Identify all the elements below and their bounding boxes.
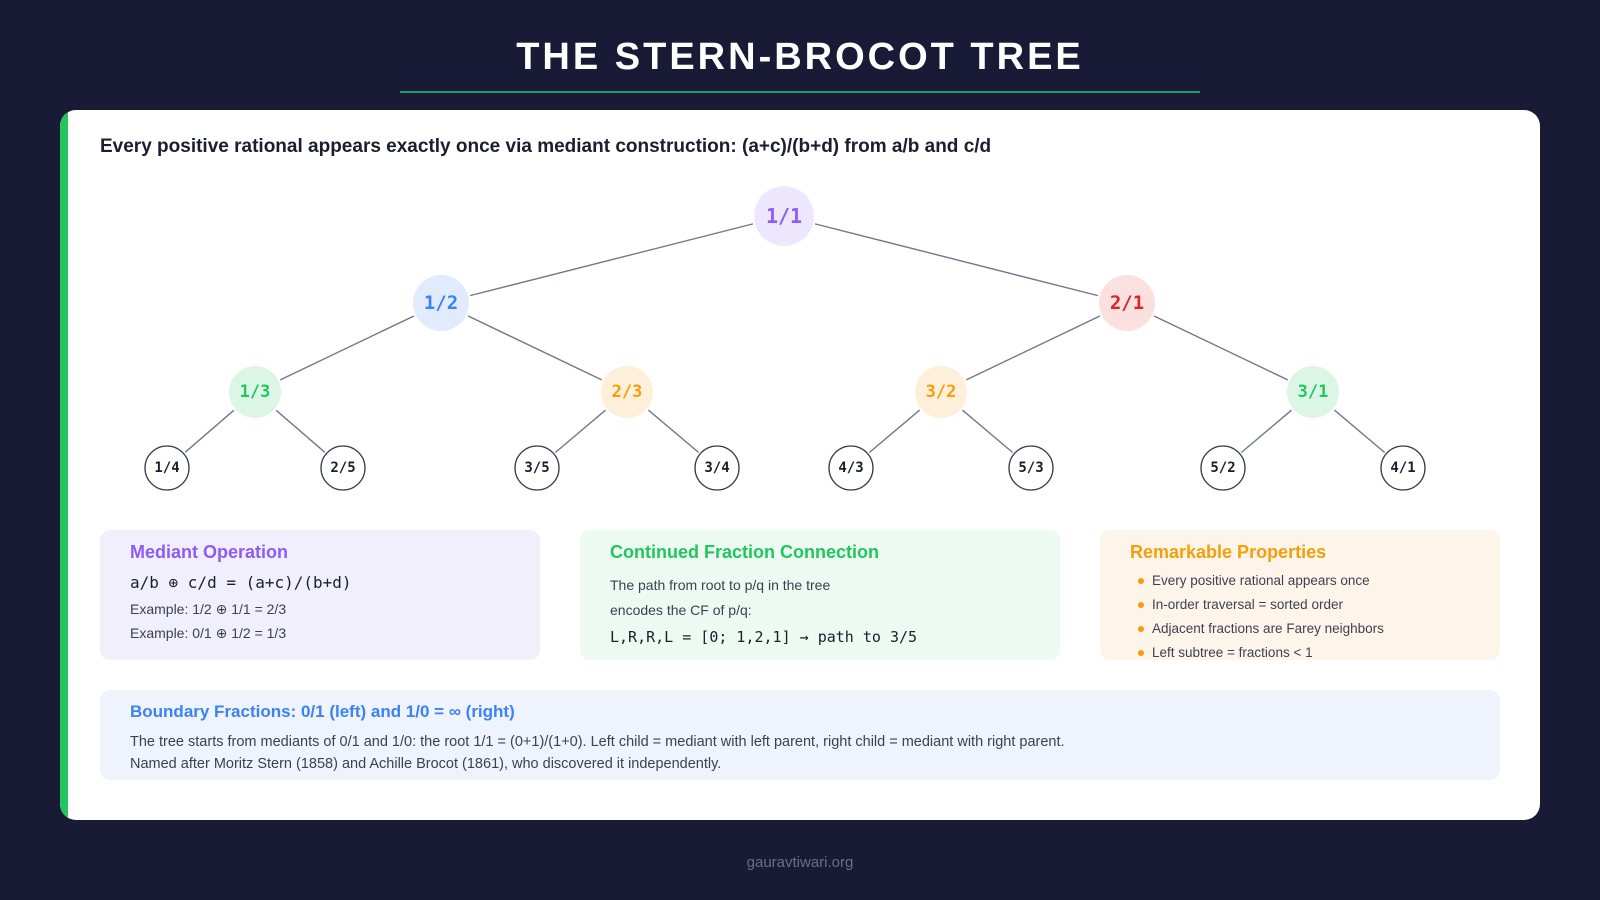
page-title: THE STERN-BROCOT TREE — [516, 36, 1084, 78]
tree-node-1-3: 1/3 — [229, 366, 281, 418]
tree-edge — [275, 409, 326, 453]
property-item: Left subtree = fractions < 1 — [1138, 645, 1470, 669]
tree-node-circle — [320, 445, 366, 491]
card-accent-bar — [60, 110, 68, 820]
properties-panel: Remarkable Properties Every positive rat… — [1100, 530, 1500, 660]
mediant-example-2: Example: 0/1 ⊕ 1/2 = 1/3 — [130, 625, 287, 641]
tree-edge — [554, 409, 607, 454]
tree-node-label: 1/3 — [240, 382, 271, 402]
tree-node-label: 3/1 — [1298, 382, 1329, 402]
tree-node-circle — [694, 445, 740, 491]
property-text: Left subtree = fractions < 1 — [1152, 645, 1313, 660]
footer-credit: gauravtiwari.org — [746, 854, 854, 871]
tree-node-circle — [1008, 445, 1054, 491]
tree-node-label: 3/2 — [926, 382, 957, 402]
tree-node-4-1: 4/1 — [1380, 445, 1426, 491]
properties-panel-title: Remarkable Properties — [1130, 542, 1327, 562]
properties-list: Every positive rational appears once In-… — [1130, 573, 1470, 669]
tree-node-label: 1/2 — [424, 292, 458, 314]
mediant-panel: Mediant Operation a/b ⊕ c/d = (a+c)/(b+d… — [100, 530, 540, 660]
tree-edge — [814, 223, 1099, 297]
tree-node-label: 3/5 — [524, 460, 549, 476]
tree-node-2-3: 2/3 — [601, 366, 653, 418]
mediant-example-1: Example: 1/2 ⊕ 1/1 = 2/3 — [130, 601, 287, 617]
card-subtitle: Every positive rational appears exactly … — [100, 136, 992, 157]
tree-node-label: 5/2 — [1210, 460, 1235, 476]
continued-fraction-panel: Continued Fraction Connection The path f… — [580, 530, 1060, 660]
tree-node-label: 2/1 — [1110, 292, 1144, 314]
property-text: In-order traversal = sorted order — [1152, 597, 1343, 612]
tree-edge — [279, 315, 415, 381]
tree-edge — [647, 409, 700, 454]
property-item: Adjacent fractions are Farey neighbors — [1138, 621, 1470, 645]
tree-edge — [1153, 315, 1289, 381]
tree-edge — [961, 409, 1014, 454]
main-card: Every positive rational appears exactly … — [60, 110, 1540, 820]
property-text: Adjacent fractions are Farey neighbors — [1152, 621, 1384, 636]
property-item: In-order traversal = sorted order — [1138, 597, 1470, 621]
property-text: Every positive rational appears once — [1152, 573, 1370, 588]
tree-edge — [467, 315, 603, 381]
mediant-panel-title: Mediant Operation — [130, 542, 289, 562]
cf-description-line-1: The path from root to p/q in the tree — [610, 577, 831, 593]
tree-node-circle — [754, 186, 814, 246]
tree-node-circle — [1099, 275, 1155, 331]
tree-node-label: 1/4 — [154, 460, 179, 476]
tree-node-circle — [413, 275, 469, 331]
tree-node-2-5: 2/5 — [320, 445, 366, 491]
tree-node-circle — [601, 366, 653, 418]
tree-node-label: 1/1 — [766, 204, 802, 228]
tree-edge — [868, 409, 921, 454]
tree-node-5-3: 5/3 — [1008, 445, 1054, 491]
title-underline — [400, 91, 1200, 93]
tree-node-label: 5/3 — [1018, 460, 1043, 476]
tree-node-circle — [915, 366, 967, 418]
tree-node-circle — [514, 445, 560, 491]
stern-brocot-tree: 1/1 1/2 2/1 1/3 2/3 3/2 3/1 1/4 2/5 3/5 3/4 4/3 5/3 5… — [144, 186, 1426, 491]
continued-fraction-panel-title: Continued Fraction Connection — [610, 542, 879, 562]
tree-node-3-1: 3/1 — [1287, 366, 1339, 418]
tree-edge — [469, 223, 754, 297]
tree-edge — [184, 409, 235, 453]
tree-nodes: 1/1 1/2 2/1 1/3 2/3 3/2 3/1 1/4 2/5 3/5 3/4 4/3 5/3 5… — [144, 186, 1426, 491]
tree-node-label: 3/4 — [704, 460, 729, 476]
tree-node-3-2: 3/2 — [915, 366, 967, 418]
bullet-icon — [1138, 650, 1144, 656]
tree-node-1-4: 1/4 — [144, 445, 190, 491]
tree-edge — [965, 315, 1101, 381]
tree-node-5-2: 5/2 — [1200, 445, 1246, 491]
boundary-panel-title: Boundary Fractions: 0/1 (left) and 1/0 =… — [130, 702, 515, 721]
mediant-formula: a/b ⊕ c/d = (a+c)/(b+d) — [130, 573, 352, 592]
bullet-icon — [1138, 578, 1144, 584]
property-item: Every positive rational appears once — [1138, 573, 1470, 597]
tree-node-circle — [828, 445, 874, 491]
tree-node-circle — [144, 445, 190, 491]
tree-node-label: 4/3 — [838, 460, 863, 476]
tree-node-label: 2/5 — [330, 460, 355, 476]
tree-edge — [1333, 409, 1386, 454]
tree-node-circle — [1287, 366, 1339, 418]
tree-edge — [1240, 409, 1293, 454]
tree-node-circle — [229, 366, 281, 418]
tree-node-circle — [1380, 445, 1426, 491]
tree-node-2-1: 2/1 — [1099, 275, 1155, 331]
tree-node-label: 2/3 — [612, 382, 643, 402]
bullet-icon — [1138, 602, 1144, 608]
boundary-panel: Boundary Fractions: 0/1 (left) and 1/0 =… — [100, 690, 1500, 780]
tree-node-4-3: 4/3 — [828, 445, 874, 491]
tree-node-circle — [1200, 445, 1246, 491]
tree-node-3-5: 3/5 — [514, 445, 560, 491]
boundary-line-1: The tree starts from mediants of 0/1 and… — [130, 734, 1065, 750]
boundary-line-2: Named after Moritz Stern (1858) and Achi… — [130, 756, 722, 772]
tree-edges — [184, 223, 1386, 454]
tree-node-1-1: 1/1 — [754, 186, 814, 246]
cf-description-line-2: encodes the CF of p/q: — [610, 602, 752, 618]
bullet-icon — [1138, 626, 1144, 632]
cf-formula: L,R,R,L = [0; 1,2,1] → path to 3/5 — [610, 628, 918, 646]
tree-node-3-4: 3/4 — [694, 445, 740, 491]
tree-node-1-2: 1/2 — [413, 275, 469, 331]
tree-node-label: 4/1 — [1390, 460, 1415, 476]
